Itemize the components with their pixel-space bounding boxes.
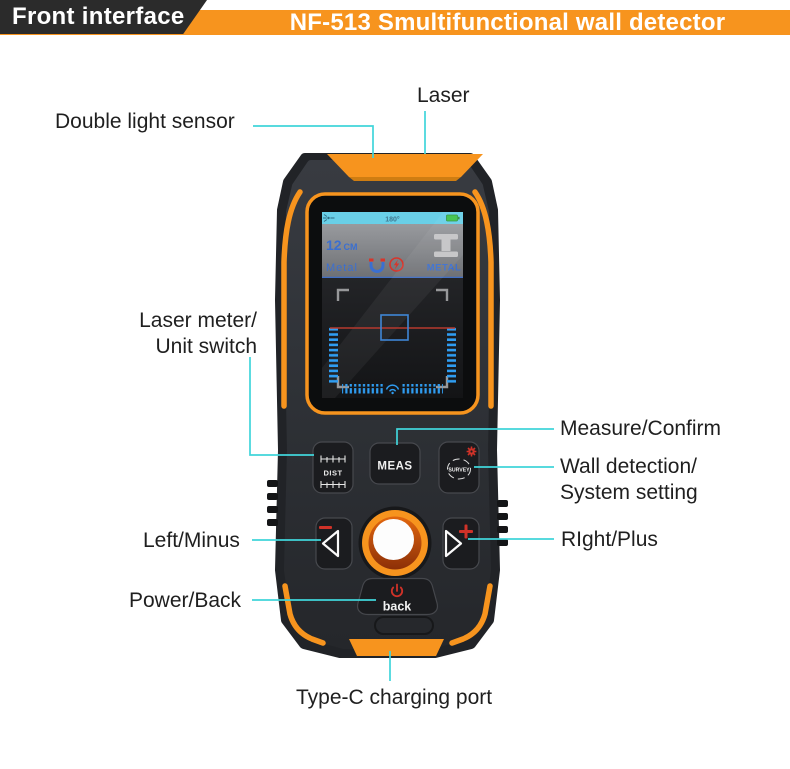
right-arrow-icon	[444, 529, 463, 558]
label-laser-meter-line1: Laser meter/	[139, 309, 257, 332]
depth-value: 12	[326, 237, 342, 253]
meas-button: MEAS	[369, 442, 421, 485]
led-row-right	[402, 384, 443, 394]
magnet-icon	[369, 258, 385, 273]
dist-button-label: DIST	[323, 469, 342, 478]
live-wire-icon	[389, 257, 404, 272]
back-button-label: back	[383, 600, 412, 614]
steel-beam-icon	[434, 234, 458, 257]
screen-glare	[322, 212, 463, 398]
label-wall-detection: Wall detection/ System setting	[560, 454, 698, 506]
led-row-left	[342, 384, 383, 394]
detect-knob	[358, 506, 432, 580]
side-stripe-right	[472, 189, 494, 409]
signal-icon	[385, 384, 400, 395]
label-measure-confirm: Measure/Confirm	[560, 417, 722, 440]
target-square	[380, 314, 409, 341]
right-arrow-button	[442, 517, 480, 570]
ruler-icon	[320, 455, 346, 488]
meas-button-label: MEAS	[377, 461, 412, 473]
page-title: NF-513 Smultifunctional wall detector	[289, 8, 726, 36]
top-sensor-panel-lip	[349, 177, 461, 181]
label-type-c: Type-C charging port	[296, 686, 493, 709]
power-icon	[390, 583, 404, 598]
plus-icon	[459, 524, 473, 539]
left-arrow-button	[315, 517, 353, 570]
minus-icon	[319, 526, 332, 529]
survey-button: SURVEY	[438, 441, 480, 494]
screen-angle: 180°	[385, 216, 400, 224]
label-power-back: Power/Back	[129, 589, 242, 612]
survey-rotate-icon	[447, 458, 471, 480]
grip-left	[267, 480, 278, 526]
label-wall-detection-line2: System setting	[560, 481, 698, 504]
led-column-left	[329, 327, 338, 384]
label-wall-detection-line1: Wall detection/	[560, 455, 697, 478]
label-right-plus: RIght/Plus	[561, 528, 658, 551]
led-column-right	[447, 327, 456, 384]
battery-icon	[446, 214, 460, 222]
side-stripe-left	[281, 189, 303, 409]
label-laser-meter: Laser meter/ Unit switch	[97, 308, 257, 360]
gear-icon	[466, 446, 477, 457]
top-sensor-panel	[327, 154, 483, 177]
label-laser: Laser	[417, 84, 470, 107]
bottom-stripe-left	[282, 583, 326, 646]
back-button: back	[356, 577, 439, 616]
label-left-minus: Left/Minus	[143, 529, 240, 552]
laser-warning-icon	[323, 214, 335, 222]
type-c-port-panel	[349, 639, 444, 656]
survey-button-label: SURVEY	[448, 468, 470, 474]
grip-right	[497, 500, 508, 546]
screen-status-bar	[322, 212, 463, 224]
dist-button: DIST	[312, 441, 354, 494]
label-double-light-sensor: Double light sensor	[55, 110, 235, 133]
wall-detector-device: 180° 12 CM Metal METAL	[267, 153, 508, 658]
bottom-stripe-right	[449, 583, 493, 646]
material-type: METAL	[427, 263, 462, 274]
charge-port-door	[374, 616, 434, 635]
label-laser-meter-line2: Unit switch	[155, 335, 257, 358]
material-label: Metal	[326, 262, 358, 274]
depth-unit: CM	[344, 242, 358, 252]
left-arrow-icon	[321, 529, 340, 558]
header-tag-box: Front interface	[0, 0, 207, 34]
screen-detect-area	[322, 278, 463, 398]
header-tag: Front interface	[12, 3, 185, 30]
